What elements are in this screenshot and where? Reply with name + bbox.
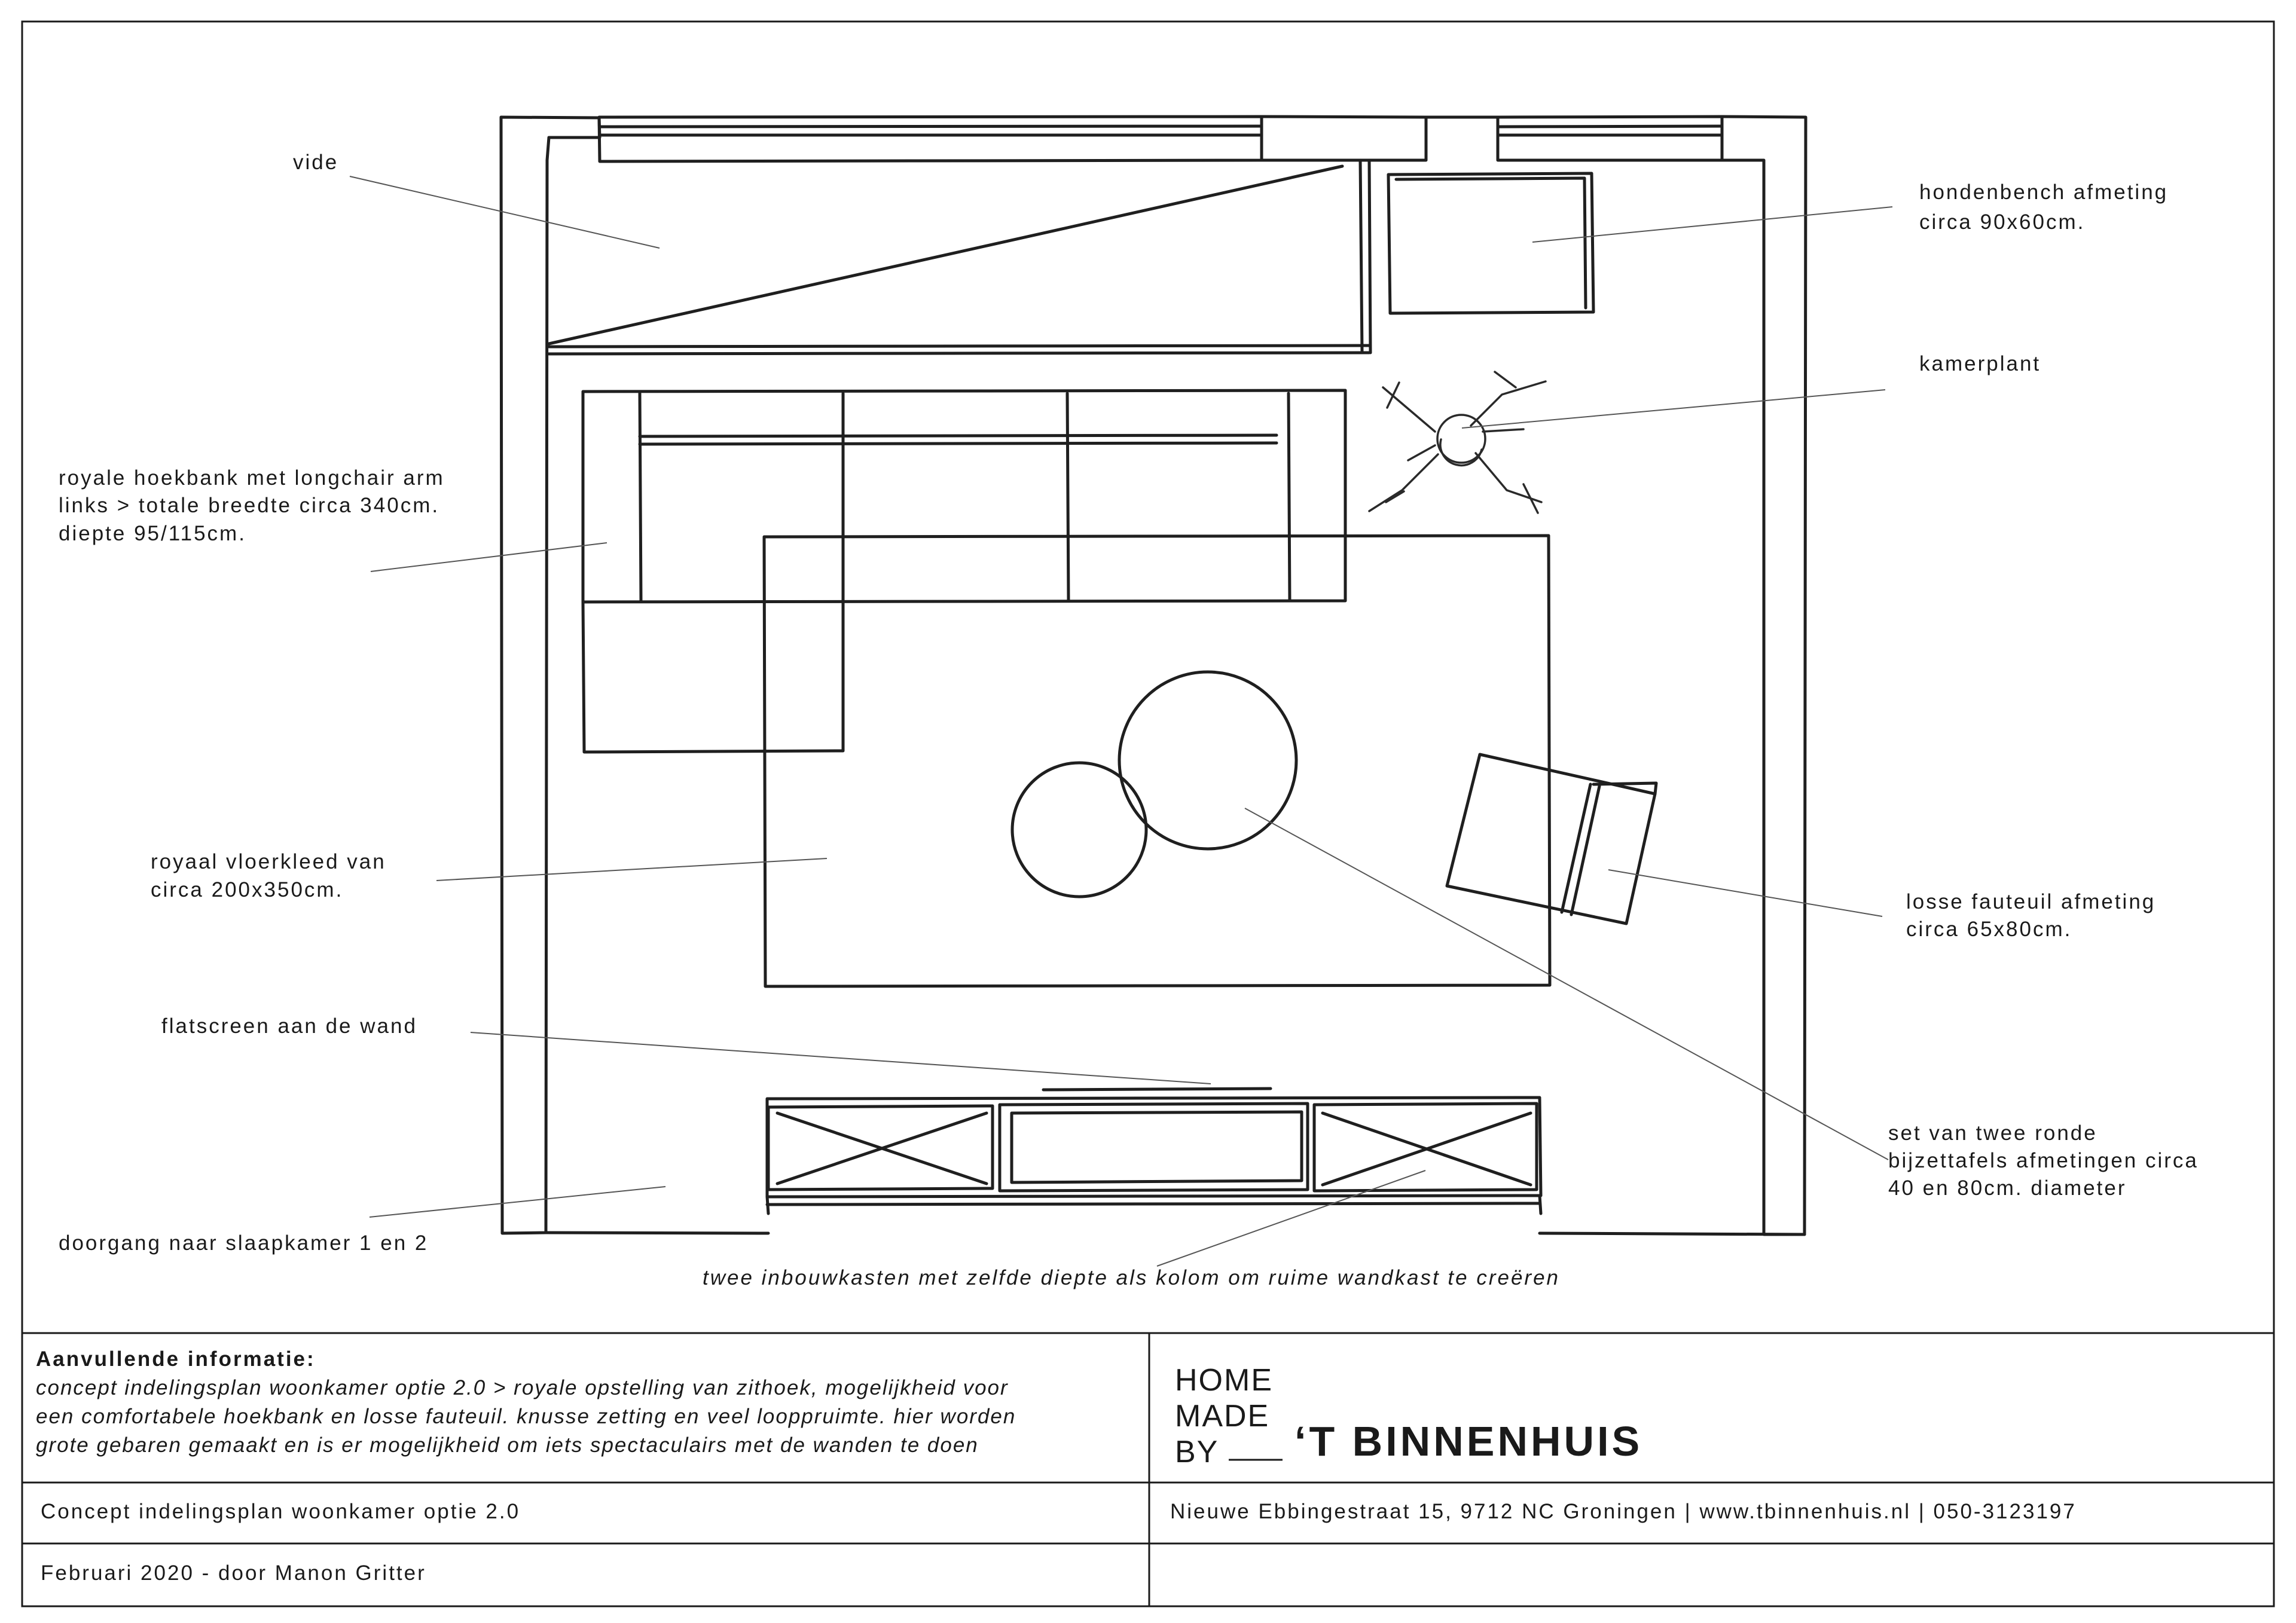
company-address: Nieuwe Ebbingestraat 15, 9712 NC Groning… bbox=[1170, 1500, 2077, 1523]
house-plant bbox=[1368, 371, 1547, 514]
dog-bench bbox=[1387, 172, 1595, 315]
plan-title: Concept indelingsplan woonkamer optie 2.… bbox=[41, 1500, 520, 1523]
vide-area bbox=[547, 164, 1344, 346]
leader-lines bbox=[349, 176, 1893, 1267]
logo-brand: ‘T BINNENHUIS bbox=[1294, 1418, 1642, 1465]
flatscreen-tv bbox=[1042, 1087, 1272, 1092]
label-bijzettafels-1: set van twee ronde bbox=[1888, 1121, 2097, 1145]
logo-made: MADE bbox=[1175, 1399, 1269, 1434]
label-bijzettafels-3: 40 en 80cm. diameter bbox=[1888, 1176, 2127, 1200]
label-hoekbank-3: diepte 95/115cm. bbox=[59, 522, 246, 545]
info-heading: Aanvullende informatie: bbox=[36, 1347, 316, 1371]
built-in-cabinets bbox=[765, 1096, 1543, 1215]
label-hoekbank-1: royale hoekbank met longchair arm bbox=[59, 466, 445, 490]
label-fauteuil-2: circa 65x80cm. bbox=[1906, 918, 2072, 941]
armchair bbox=[1445, 753, 1658, 925]
room-walls bbox=[499, 115, 1808, 1236]
label-kamerplant: kamerplant bbox=[1919, 352, 2041, 375]
label-inbouwkasten: twee inbouwkasten met zelfde diepte als … bbox=[703, 1266, 1560, 1289]
label-vide: vide bbox=[293, 151, 338, 174]
side-tables bbox=[1010, 670, 1298, 898]
label-vloerkleed-1: royaal vloerkleed van bbox=[151, 850, 386, 873]
info-line-2: een comfortabele hoekbank en losse faute… bbox=[36, 1405, 1016, 1428]
label-hoekbank-2: links > totale breedte circa 340cm. bbox=[59, 494, 439, 517]
info-line-1: concept indelingsplan woonkamer optie 2.… bbox=[36, 1376, 1009, 1399]
label-vloerkleed-2: circa 200x350cm. bbox=[151, 878, 343, 901]
corner-sofa bbox=[581, 389, 1347, 754]
label-hondenbench-1: hondenbench afmeting bbox=[1919, 181, 2168, 204]
label-fauteuil-1: losse fauteuil afmeting bbox=[1906, 890, 2155, 913]
label-doorgang: doorgang naar slaapkamer 1 en 2 bbox=[59, 1231, 428, 1255]
label-bijzettafels-2: bijzettafels afmetingen circa bbox=[1888, 1149, 2199, 1172]
date-author: Februari 2020 - door Manon Gritter bbox=[41, 1561, 426, 1585]
logo-home: HOME bbox=[1175, 1363, 1273, 1398]
company-logo: HOME MADE BY ‘T BINNENHUIS bbox=[1175, 1363, 1642, 1469]
label-flatscreen: flatscreen aan de wand bbox=[161, 1014, 417, 1038]
sheet-frame bbox=[21, 20, 2275, 1607]
info-line-3: grote gebaren gemaakt en is er mogelijkh… bbox=[36, 1434, 979, 1457]
rug bbox=[762, 534, 1552, 988]
logo-by: BY bbox=[1175, 1435, 1219, 1469]
label-hondenbench-2: circa 90x60cm. bbox=[1919, 210, 2085, 234]
